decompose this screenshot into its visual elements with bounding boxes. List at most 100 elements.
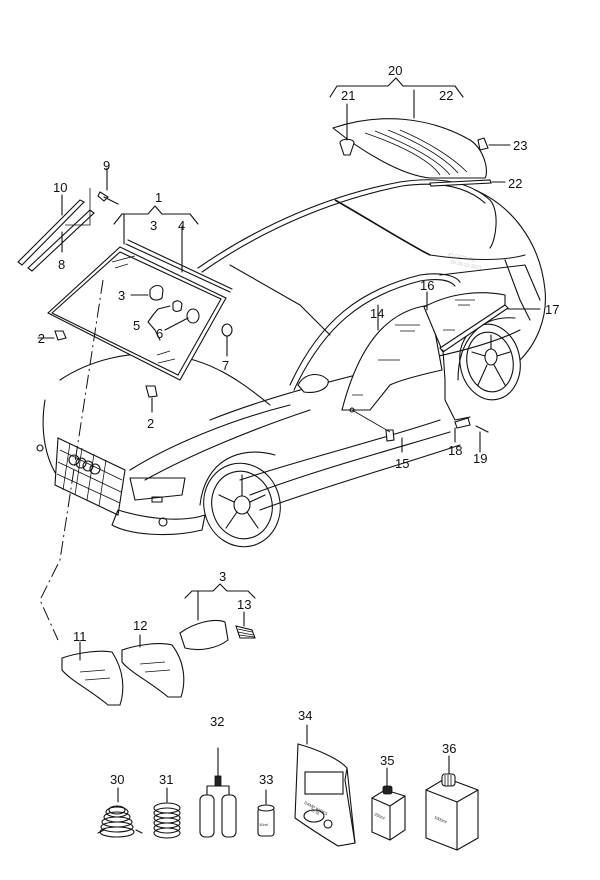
callout-2-left[interactable]: 2 — [38, 331, 45, 346]
callout-2-center[interactable]: 2 — [147, 416, 154, 431]
sealing-cord-30 — [97, 805, 143, 838]
window-frame-top — [289, 273, 461, 386]
callout-22-top[interactable]: 22 — [439, 88, 453, 103]
bottle-35-label: 250ml — [374, 811, 386, 820]
callout-20[interactable]: 20 — [388, 63, 402, 78]
rear-deck — [474, 189, 546, 361]
callout-10[interactable]: 10 — [53, 180, 67, 195]
leader-dash-line — [39, 279, 104, 641]
callout-11[interactable]: 11 — [73, 629, 87, 644]
callout-34[interactable]: 34 — [298, 708, 312, 723]
leader-11-12 — [79, 634, 141, 661]
callout-16[interactable]: 16 — [420, 278, 434, 293]
leader-20 — [346, 89, 415, 141]
trunk-line — [429, 254, 526, 261]
leader-1 — [123, 213, 183, 273]
side-mirror — [297, 374, 329, 393]
primer-cup-33: 10ml — [257, 804, 275, 837]
callout-labels: 1 2 2 3 3 3 4 5 6 7 8 9 10 11 12 13 14 1… — [38, 63, 560, 787]
cover-12 — [121, 643, 185, 698]
leader-lines — [37, 77, 541, 805]
door-window-glass — [341, 304, 443, 411]
watermark-line-1: ELCATS.RU — [448, 252, 477, 264]
clip-18-part — [454, 417, 471, 429]
quarter-window-glass — [423, 292, 506, 351]
roof-rail — [201, 183, 486, 273]
bolt-15-part — [385, 429, 395, 442]
bracket-20 — [329, 77, 464, 98]
brand-rings-logo — [68, 454, 101, 475]
cover-11-ribs — [79, 669, 111, 681]
callout-31[interactable]: 31 — [159, 772, 173, 787]
screw-9-part — [97, 191, 109, 202]
callout-9[interactable]: 9 — [103, 158, 110, 173]
watermark: ELCATS.RU 16.25.10.2021 — [448, 252, 483, 272]
callout-7[interactable]: 7 — [222, 358, 229, 373]
callout-22-right[interactable]: 22 — [508, 176, 522, 191]
callout-32[interactable]: 32 — [210, 714, 224, 729]
fog-light — [158, 517, 168, 527]
front-bumper — [111, 509, 206, 536]
clip-bracket-line — [442, 349, 471, 421]
callout-6[interactable]: 6 — [156, 326, 163, 341]
roof-outline — [197, 179, 497, 269]
windshield-seal — [125, 239, 233, 293]
callout-35[interactable]: 35 — [380, 753, 394, 768]
callout-3-mid[interactable]: 3 — [118, 288, 125, 303]
leader-3-13 — [197, 590, 245, 627]
callout-17[interactable]: 17 — [545, 302, 559, 317]
callout-1[interactable]: 1 — [155, 190, 162, 205]
callout-23[interactable]: 23 — [513, 138, 527, 153]
bottle-36-label: 1000ml — [434, 814, 448, 824]
rear-corner — [504, 259, 531, 321]
sensor-bracket-part — [172, 300, 183, 312]
a-pillar-cover-part — [17, 199, 85, 266]
bracket-1 — [113, 205, 199, 225]
callout-8[interactable]: 8 — [58, 257, 65, 272]
callout-3-lower[interactable]: 3 — [219, 569, 226, 584]
sensor-ring-part — [186, 308, 200, 324]
callout-13[interactable]: 13 — [237, 597, 251, 612]
callout-36[interactable]: 36 — [442, 741, 456, 756]
cleaner-bottle-35: 250ml — [371, 785, 406, 841]
fender-line — [144, 409, 311, 481]
roof-crease — [334, 199, 431, 256]
mirror-base-part — [149, 284, 164, 301]
callout-18[interactable]: 18 — [448, 443, 462, 458]
callout-15[interactable]: 15 — [395, 456, 409, 471]
callout-21[interactable]: 21 — [341, 88, 355, 103]
screw-19-part — [475, 425, 489, 433]
a-pillar-bracket-line — [65, 188, 91, 226]
leader-5 — [147, 305, 171, 341]
door-glass-reflection — [352, 324, 420, 396]
leader-consumables — [117, 724, 450, 805]
callout-5[interactable]: 5 — [133, 318, 140, 333]
callout-30[interactable]: 30 — [110, 772, 124, 787]
callout-12[interactable]: 12 — [133, 618, 147, 633]
screw-9-shaft — [103, 196, 119, 205]
cleaner-bottle-36: 1000ml — [425, 773, 479, 851]
mirror-base-3-part — [179, 619, 229, 651]
car-body — [36, 179, 546, 548]
buffer-part-left — [54, 330, 67, 341]
front-wheel-arch — [199, 451, 276, 506]
callout-14[interactable]: 14 — [370, 306, 384, 321]
window-seal-strip-part — [439, 304, 509, 353]
defroster-lines — [364, 129, 468, 176]
bag-34-label-2: 25 St. — [310, 807, 322, 816]
headlight — [129, 477, 186, 501]
callout-33[interactable]: 33 — [259, 772, 273, 787]
door-lower-line — [239, 419, 441, 481]
cup-33-label: 10ml — [259, 822, 268, 827]
cover-12-ribs — [139, 661, 171, 673]
callout-3-top[interactable]: 3 — [150, 218, 157, 233]
sill-line — [249, 431, 451, 496]
sealing-cord-31 — [153, 802, 181, 839]
adhesive-cartridge-32 — [199, 747, 237, 838]
callout-4[interactable]: 4 — [178, 218, 185, 233]
quarter-glass-reflection — [443, 299, 475, 331]
windshield-base-line — [229, 264, 331, 336]
callout-19[interactable]: 19 — [473, 451, 487, 466]
side-marker — [36, 444, 44, 452]
bolt-15-leader — [351, 409, 391, 433]
